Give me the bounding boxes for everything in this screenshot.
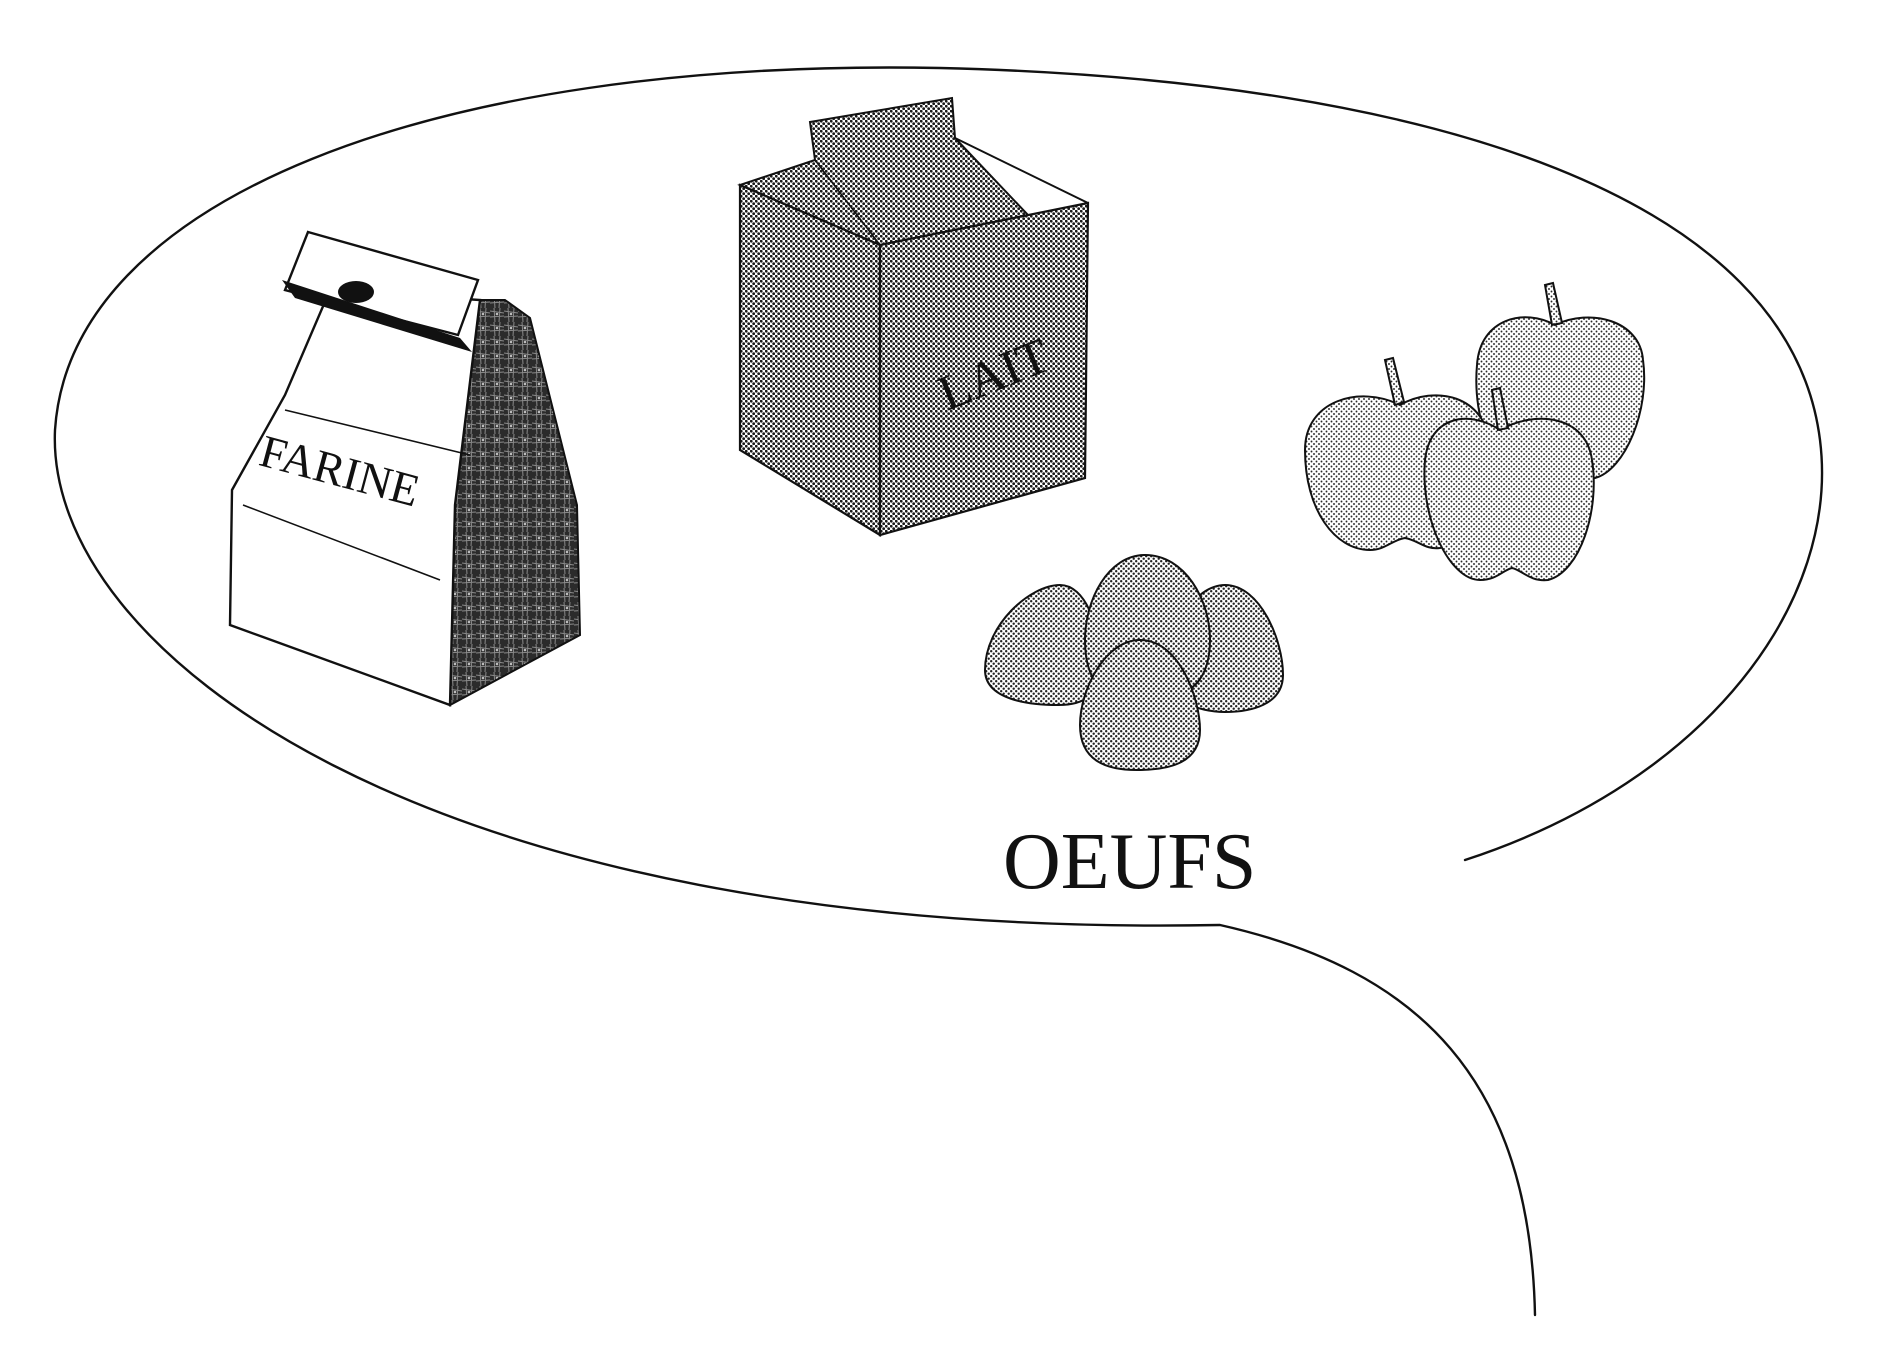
thought-bubble xyxy=(53,66,1824,1317)
flour-bag-icon xyxy=(228,230,582,707)
eggs-label: OEUFS xyxy=(1003,818,1256,906)
flour-bag: FARINE xyxy=(228,230,582,707)
apples xyxy=(1303,281,1646,582)
eggs-icon xyxy=(983,553,1285,772)
apples-icon xyxy=(1303,281,1646,582)
milk-carton-icon xyxy=(737,96,1090,537)
milk-carton: LAIT xyxy=(737,96,1090,537)
eggs: OEUFS xyxy=(983,553,1285,906)
